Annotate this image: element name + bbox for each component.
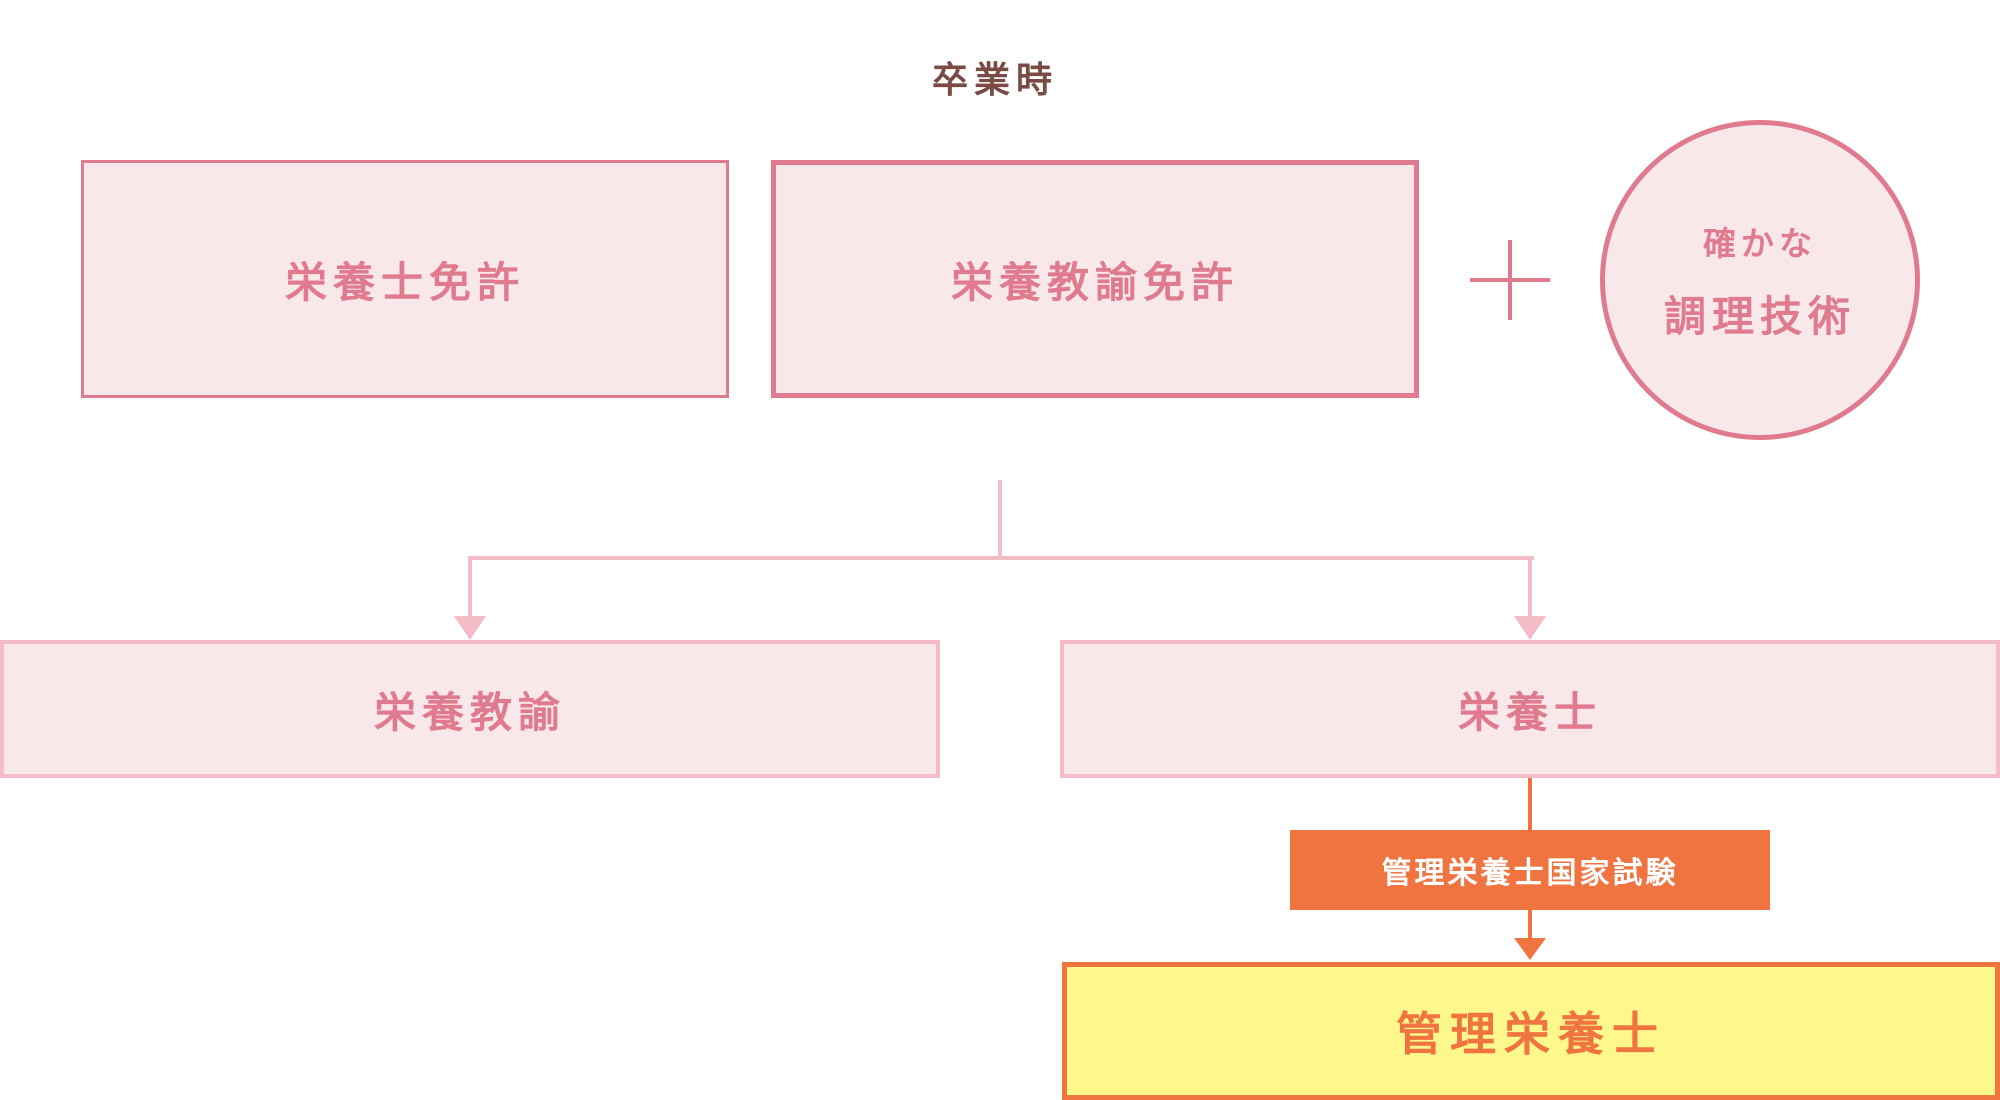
connector-left-drop <box>468 556 472 620</box>
registered-dietitian-box: 管理栄養士 <box>1062 962 2000 1100</box>
exam-text: 管理栄養士国家試験 <box>1381 856 1679 891</box>
arrow-down-icon <box>1514 616 1546 640</box>
connector-trunk <box>998 480 1002 558</box>
license-box-nutritionist: 栄養士免許 <box>81 160 729 398</box>
arrow-down-icon <box>1514 938 1546 960</box>
license-label: 栄養教諭免許 <box>950 257 1239 307</box>
career-label: 栄養教諭 <box>373 687 566 737</box>
plus-icon <box>1470 240 1550 320</box>
final-label: 管理栄養士 <box>1396 1007 1666 1061</box>
connector-branch <box>468 556 1534 560</box>
career-label: 栄養士 <box>1457 687 1602 737</box>
cooking-skill-circle: 確かな 調理技術 <box>1600 120 1920 440</box>
exam-connector-bottom <box>1528 910 1532 940</box>
national-exam-label: 管理栄養士国家試験 <box>1290 830 1770 910</box>
license-box-nutrition-teacher: 栄養教諭免許 <box>771 160 1419 398</box>
exam-connector-top <box>1528 778 1532 830</box>
graduation-heading: 卒業時 <box>931 60 1058 101</box>
connector-right-drop <box>1528 556 1532 620</box>
license-label: 栄養士免許 <box>284 257 525 307</box>
career-box-nutrition-teacher: 栄養教諭 <box>0 640 940 778</box>
arrow-down-icon <box>454 616 486 640</box>
skill-sub-label: 確かな <box>1703 223 1817 263</box>
skill-main-label: 調理技術 <box>1663 291 1856 341</box>
career-box-nutritionist: 栄養士 <box>1060 640 2000 778</box>
